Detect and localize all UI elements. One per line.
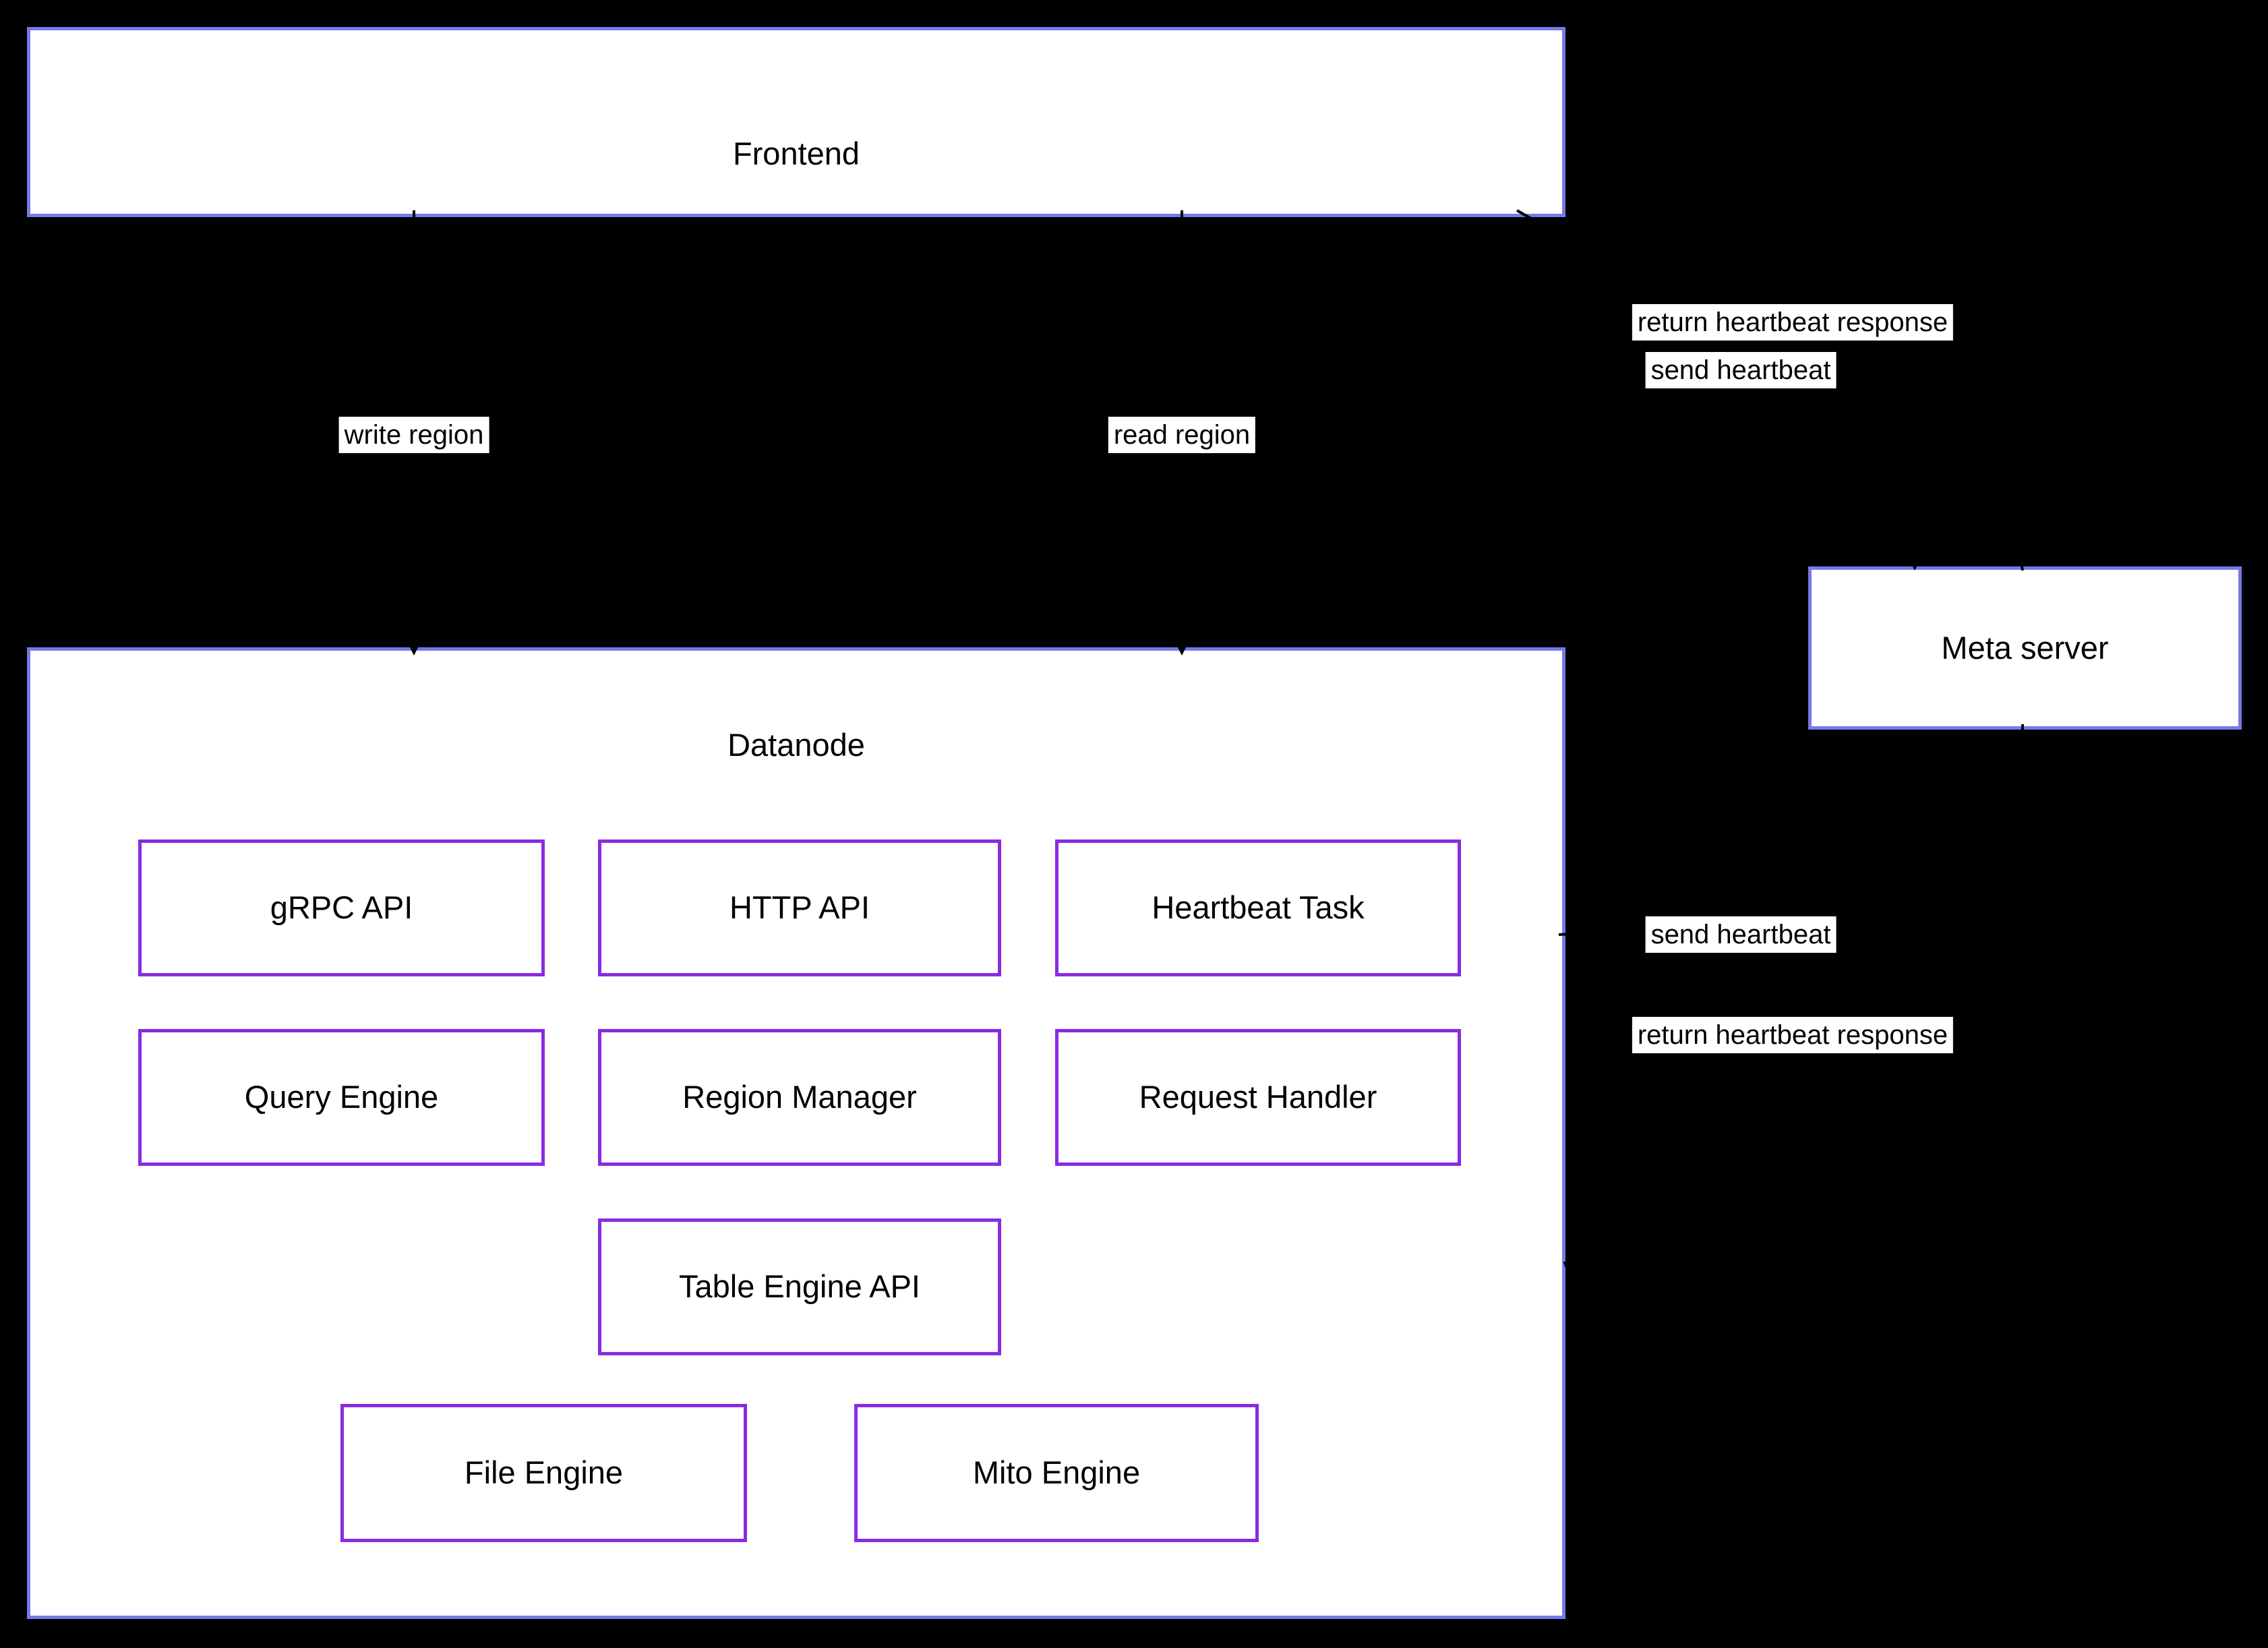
request-handler-box: Request Handler [1055,1029,1461,1166]
request-handler-label: Request Handler [1139,1079,1377,1115]
http-api-box: HTTP API [598,840,1001,976]
frontend-box: Frontend [27,27,1565,217]
file-engine-box: File Engine [340,1404,747,1542]
meta-server-box: Meta server [1808,566,2242,730]
query-engine-label: Query Engine [244,1079,439,1115]
mito-engine-box: Mito Engine [854,1404,1259,1542]
datanode-label: Datanode [727,727,865,763]
frontend-label: Frontend [732,136,860,171]
frontend-send-heartbeat-label: send heartbeat [1645,352,1837,388]
grpc-api-label: gRPC API [270,889,413,926]
edge-frontend-send-heartbeat [1516,209,1924,571]
mito-engine-label: Mito Engine [972,1454,1141,1491]
region-manager-box: Region Manager [598,1029,1001,1166]
meta-server-label: Meta server [1941,629,2109,666]
datanode-box: Datanode gRPC API HTTP API Heartbeat Tas… [27,647,1565,1619]
heartbeat-task-box: Heartbeat Task [1055,840,1461,976]
datanode-return-heartbeat-label: return heartbeat response [1632,1017,1954,1053]
grpc-api-box: gRPC API [138,840,545,976]
file-engine-label: File Engine [464,1454,624,1491]
http-api-label: HTTP API [729,889,870,926]
region-manager-label: Region Manager [682,1079,917,1115]
table-engine-api-box: Table Engine API [598,1218,1001,1355]
heartbeat-task-label: Heartbeat Task [1152,889,1365,926]
read-region-label: read region [1108,417,1256,453]
query-engine-box: Query Engine [138,1029,545,1166]
table-engine-api-label: Table Engine API [679,1268,920,1305]
datanode-send-heartbeat-label: send heartbeat [1645,916,1837,953]
write-region-label: write region [338,417,489,453]
frontend-return-heartbeat-label: return heartbeat response [1632,304,1954,341]
edge-datanode-return-heartbeat [1563,724,2024,1282]
edge-datanode-send-heartbeat [1558,730,1924,936]
